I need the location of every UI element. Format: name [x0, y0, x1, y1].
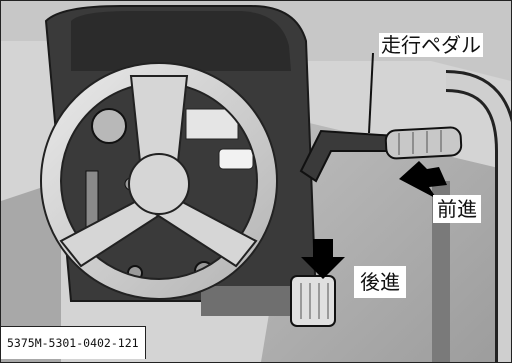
- pedal-icon: [290, 275, 336, 327]
- travel-pedal-arm: [299, 126, 463, 183]
- figure-code: 5375M-5301-0402-121: [1, 326, 146, 359]
- travel-pedal-label: 走行ペダル: [379, 33, 483, 57]
- forward-label: 前進: [433, 195, 481, 223]
- backward-arrow-icon: [301, 239, 345, 279]
- steering-wheel-icon: [40, 62, 278, 300]
- pedal-pointer-line: [368, 52, 374, 134]
- forward-arrow-icon: [399, 161, 447, 199]
- backward-label: 後進: [354, 266, 406, 298]
